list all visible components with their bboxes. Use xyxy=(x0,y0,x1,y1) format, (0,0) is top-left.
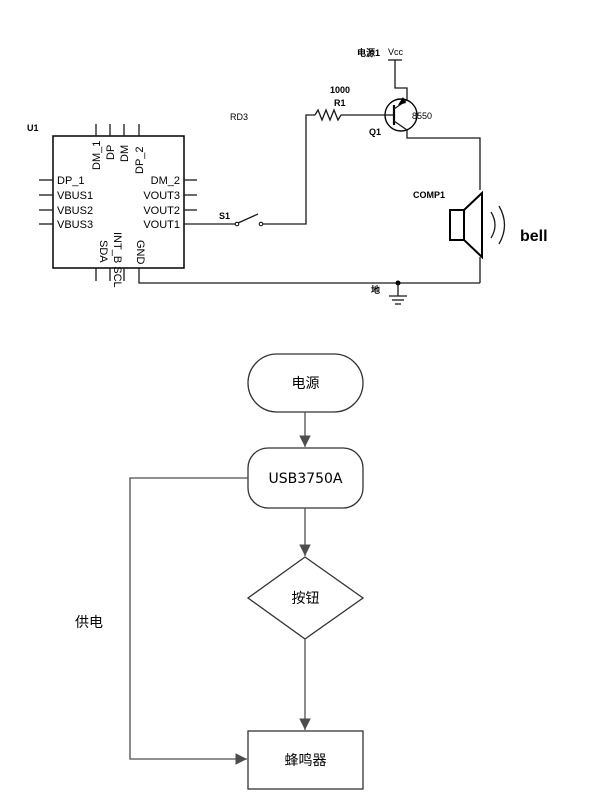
flow-node-buzzer xyxy=(247,730,364,790)
wire-collector-buzzer xyxy=(406,130,481,190)
u1-top-pins: DM_1 DP DM DP_2 xyxy=(91,124,146,174)
switch-label: S1 xyxy=(219,211,230,221)
transistor-emitter-arrow xyxy=(398,97,406,105)
transistor-part: 8550 xyxy=(412,111,432,121)
flow-node-chip-label: USB3750A xyxy=(269,471,343,487)
pin-vout2: VOUT2 xyxy=(143,205,180,217)
resistor-r1 xyxy=(314,108,342,122)
pin-vbus2: VBUS2 xyxy=(57,205,93,217)
flow-node-button-label: 按钮 xyxy=(292,591,320,607)
pin-dm2: DM_2 xyxy=(151,175,180,187)
vcc-label: Vcc xyxy=(388,47,404,57)
flow-arrow-supply xyxy=(129,477,248,765)
switch-contact-right xyxy=(258,221,264,227)
resistor-value: 1000 xyxy=(330,85,350,95)
power-label: 电源1 xyxy=(357,47,380,58)
pin-dm1: DM_1 xyxy=(91,141,103,170)
pin-vout1: VOUT1 xyxy=(143,219,180,231)
flowchart: 电源 USB3750A 按钮 蜂鸣器 供电 xyxy=(75,353,365,790)
bell-label: bell xyxy=(520,228,548,245)
pin-gnd: GND xyxy=(134,240,146,265)
ground-icon xyxy=(389,283,407,305)
transistor-label: Q1 xyxy=(369,127,381,137)
pin-vbus1: VBUS1 xyxy=(57,190,93,202)
pin-dm: DM xyxy=(119,145,131,162)
pin-dp: DP xyxy=(105,145,117,160)
u1-right-pins: DM_2 VOUT3 VOUT2 VOUT1 xyxy=(143,175,197,231)
wire-ground xyxy=(138,268,480,284)
rd3-label: RD3 xyxy=(230,112,248,122)
ground-label: 地 xyxy=(371,284,380,295)
u1-label: U1 xyxy=(27,123,39,133)
resistor-label: R1 xyxy=(334,98,346,108)
speaker-icon xyxy=(449,190,506,260)
buzzer-label: COMP1 xyxy=(413,190,445,200)
switch-lever xyxy=(237,213,259,224)
flow-node-buzzer-label: 蜂鸣器 xyxy=(285,752,327,769)
u1-left-pins: DP_1 VBUS1 VBUS2 VBUS3 xyxy=(39,175,93,231)
pin-vbus3: VBUS3 xyxy=(57,219,93,231)
u1-chip-body xyxy=(52,135,185,269)
pin-vout3: VOUT3 xyxy=(143,190,180,202)
pin-sda: SDA xyxy=(97,240,109,263)
flow-node-power-label: 电源 xyxy=(292,376,320,392)
wire-emitter-vcc xyxy=(394,60,408,100)
pin-int-b-scl: INT_B SCL xyxy=(111,232,123,288)
schematic: U1 DM_1 DP DM DP_2 DP_1 VBUS1 VBUS2 VBUS… xyxy=(27,47,548,305)
switch-contact-left xyxy=(234,221,240,227)
pin-dp1: DP_1 xyxy=(57,175,85,187)
pin-dp2: DP_2 xyxy=(134,146,146,174)
u1-bottom-pins: SDA INT_B SCL GND xyxy=(95,232,146,288)
wire-switch-resistor xyxy=(263,114,315,225)
flow-supply-label: 供电 xyxy=(75,615,103,631)
